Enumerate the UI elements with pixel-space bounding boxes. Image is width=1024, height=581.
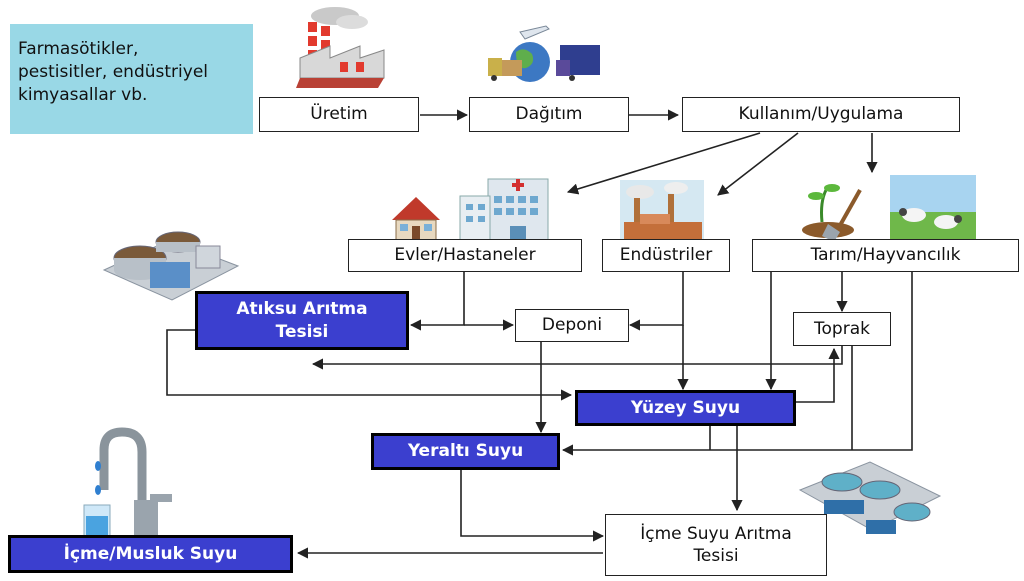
atiksu-line-1: Atıksu Arıtma (236, 299, 368, 320)
livestock-icon (890, 175, 976, 239)
note-line-3: kimyasallar vb. (18, 84, 148, 105)
arrow-kullanim-endustri (717, 132, 799, 196)
node-deponi: Deponi (515, 309, 629, 342)
note-line-2: pestisitler, endüstriyel (18, 61, 208, 82)
node-uretim: Üretim (259, 97, 419, 132)
node-musluk: İçme/Musluk Suyu (8, 535, 293, 573)
node-atiksu: Atıksu Arıtma Tesisi (195, 291, 409, 350)
node-yuzey: Yüzey Suyu (575, 390, 796, 426)
arrow-yeralti-icme (460, 470, 605, 542)
industry-icon (620, 180, 704, 240)
distribution-icon (488, 25, 600, 82)
arrow-kullanim-evler (566, 132, 761, 195)
node-tarim: Tarım/Hayvancılık (752, 239, 1019, 272)
node-kullanim: Kullanım/Uygulama (682, 97, 960, 132)
node-evler: Evler/Hastaneler (348, 239, 582, 272)
node-endustriler: Endüstriler (602, 239, 730, 272)
arrow-tarim-yeralti (561, 272, 913, 456)
arrow-yuzey-toprak (796, 347, 840, 403)
wastewater-plant-icon (102, 231, 240, 301)
arrow-atiksu-yuzey (166, 329, 573, 401)
arrow-toprak-atiksu (311, 346, 843, 370)
treatment-plant-icon (798, 461, 942, 534)
icme-line-1: İçme Suyu Arıtma (640, 523, 792, 544)
arrow-evler-atiksu (409, 272, 465, 331)
house-icon (392, 197, 440, 241)
factory-icon (296, 7, 385, 88)
icme-line-2: Tesisi (693, 546, 739, 566)
farming-icon (802, 184, 862, 242)
atiksu-line-2: Tesisi (275, 321, 329, 342)
arrow-endustri-deponi (628, 272, 684, 331)
node-icme-aritma: İçme Suyu Arıtma Tesisi (605, 514, 827, 576)
node-dagitim: Dağıtım (469, 97, 629, 132)
node-toprak: Toprak (793, 312, 891, 346)
water-tap-icon (83, 427, 172, 540)
node-yeralti: Yeraltı Suyu (371, 433, 560, 470)
chemicals-note: Farmasötikler, pestisitler, endüstriyel … (10, 24, 253, 134)
note-line-1: Farmasötikler, (18, 39, 139, 59)
hospital-icon (459, 178, 549, 241)
